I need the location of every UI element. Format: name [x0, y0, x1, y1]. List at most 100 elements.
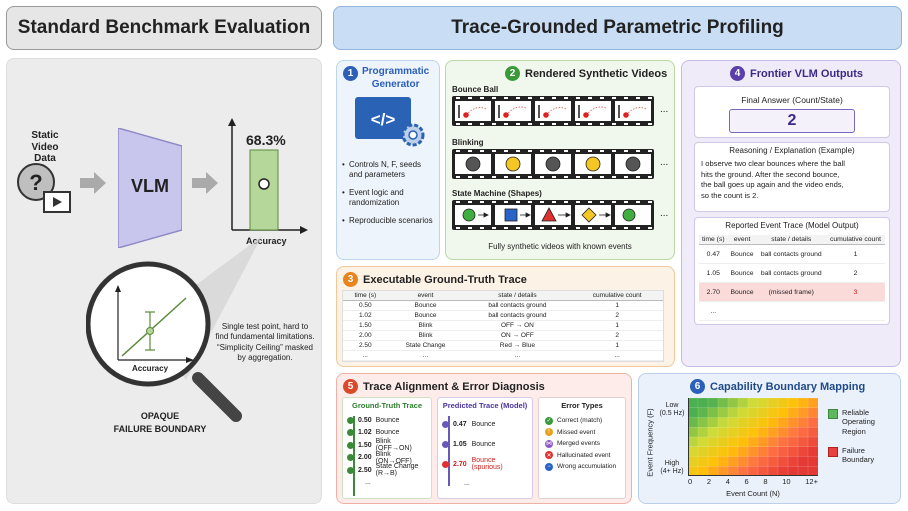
x-tick: 6 — [744, 477, 749, 486]
check-icon: ✓ — [545, 416, 553, 425]
heatmap-cell — [727, 456, 739, 467]
heatmap-cell — [807, 446, 818, 458]
heatmap-cell — [807, 398, 818, 409]
final-answer-label: Final Answer (Count/State) — [741, 95, 843, 105]
note-line-3: “Simplicity Ceiling” masked — [216, 342, 314, 352]
heatmap-cell — [688, 456, 699, 467]
heatmap-cell — [757, 466, 769, 476]
model-col-header: time (s) — [699, 235, 728, 245]
p3-number: 3 — [343, 272, 358, 287]
heatmap-cell — [747, 407, 759, 419]
capability-heatmap — [688, 398, 818, 476]
pred-event: Bounce — [471, 440, 496, 448]
heatmap-cell — [777, 417, 789, 428]
gt-cell: ... — [343, 350, 388, 361]
pred-time: 0.47 — [453, 420, 467, 428]
legend-green-swatch — [828, 409, 838, 419]
heatmap-cell — [688, 436, 699, 448]
heatmap-cell — [757, 417, 769, 428]
legend-green-2: Operating — [842, 417, 875, 427]
right-title: Trace-Grounded Parametric Profiling — [333, 6, 902, 50]
heatmap-cell — [697, 407, 709, 419]
final-answer-value: 2 — [787, 112, 797, 129]
heatmap-cell — [727, 436, 739, 448]
y-top-label: Low (0.5 Hz) — [658, 402, 686, 419]
gt-event: Bounce — [375, 416, 400, 424]
heatmap-cell — [688, 466, 699, 476]
p6-header: 6 Capability Boundary Mapping — [690, 379, 865, 394]
ellipsis-3: ... — [660, 208, 669, 219]
gt-time: 2.50 — [358, 466, 372, 474]
heatmap-cell — [717, 417, 729, 428]
heatmap-cell — [707, 417, 719, 428]
row-label-bounce: Bounce Ball — [452, 85, 499, 94]
x-tick: 2 — [706, 477, 712, 486]
simplicity-note: Single test point, hard to find fundamen… — [206, 322, 324, 364]
pred-time: 1.05 — [453, 440, 467, 448]
opaque-line-2: FAILURE BOUNDARY — [113, 423, 207, 434]
gt-column-title: Ground-Truth Trace — [351, 401, 422, 410]
gt-cell: 2 — [571, 310, 663, 321]
gt-cell: 1 — [571, 340, 663, 351]
reasoning-label: Reasoning / Explanation (Example) — [729, 146, 855, 155]
p2-number: 2 — [505, 66, 520, 81]
row-label-state-machine: State Machine (Shapes) — [452, 189, 542, 198]
error-type-label: Merged events — [557, 440, 600, 448]
heatmap-cell — [717, 398, 729, 409]
reasoning-line: so the count is 2. — [701, 190, 759, 200]
list-item: 1.05 Bounce — [442, 434, 528, 454]
y-bottom-2: (4+ Hz) — [660, 468, 684, 476]
gt-cell: ... — [463, 350, 572, 361]
gt-cell: State Change — [387, 340, 464, 351]
gt-time: 1.02 — [358, 429, 372, 437]
ellipsis-2: ... — [660, 157, 669, 168]
legend-green-1: Reliable — [842, 408, 870, 417]
model-cell: 1 — [826, 244, 885, 264]
model-col-header: state / details — [756, 235, 827, 245]
model-cell: Bounce — [727, 263, 757, 283]
p1-number: 1 — [343, 66, 358, 81]
heatmap-cell — [767, 407, 779, 419]
heatmap-cell — [737, 407, 749, 419]
heatmap-cell — [787, 446, 799, 458]
heatmap-cell — [767, 446, 779, 458]
reasoning-box: Reasoning / Explanation (Example) I obse… — [694, 142, 890, 212]
error-types-column: Error Types ✓Correct (match) !Missed eve… — [538, 397, 626, 499]
heatmap-cell — [747, 446, 759, 458]
heatmap-cell — [688, 398, 699, 409]
gt-cell: ... — [387, 350, 464, 361]
gt-cell: Bounce — [387, 310, 464, 321]
code-gear-icon: </> — [355, 97, 427, 154]
gt-col-header: time (s) — [343, 291, 388, 301]
reasoning-line: the ball goes up again and the video end… — [701, 180, 844, 190]
p1-bullet: Event logic and randomization — [342, 188, 436, 208]
model-cell: ball contacts ground — [756, 244, 827, 264]
film-strip-state-machine — [452, 200, 654, 230]
heatmap-cell — [787, 436, 799, 448]
heatmap-cell — [697, 436, 709, 448]
heatmap-cell — [707, 446, 719, 458]
model-cell: 2 — [826, 263, 885, 283]
heatmap-cell — [737, 446, 749, 458]
gt-cell: ... — [571, 350, 663, 361]
p5-number: 5 — [343, 379, 358, 394]
heatmap-cell — [777, 446, 789, 458]
arrow-right-icon — [80, 172, 106, 199]
model-cell: 3 — [826, 282, 885, 302]
gt-cell: 1.02 — [343, 310, 388, 321]
heatmap-cell — [737, 427, 749, 438]
heatmap-cell — [807, 466, 818, 476]
heatmap-cell — [757, 407, 769, 419]
arrow-right-icon-2 — [192, 172, 218, 199]
x-tick: 8 — [763, 477, 768, 486]
heatmap-cell — [707, 456, 719, 467]
